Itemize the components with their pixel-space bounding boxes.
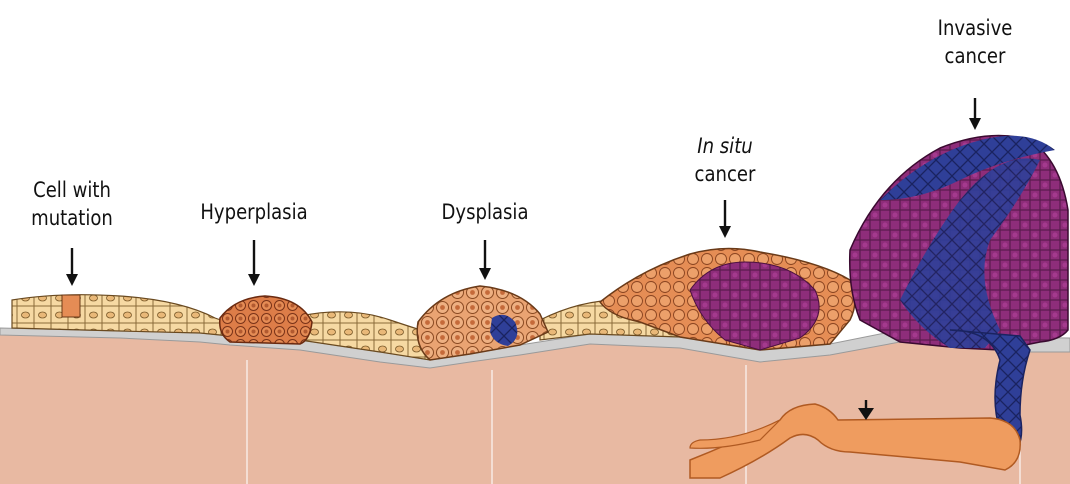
arrow-mutation <box>66 248 78 286</box>
label-hyperplasia: Hyperplasia <box>194 198 314 226</box>
label-invasive-cancer: Invasive cancer <box>928 14 1023 70</box>
label-dysplasia: Dysplasia <box>433 198 536 226</box>
arrow-dysplasia <box>479 240 491 280</box>
label-in-situ-cancer: In situ cancer <box>682 132 768 188</box>
label-cell-with-mutation: Cell with mutation <box>20 176 123 232</box>
stroma <box>0 335 1070 484</box>
hyperplasia-mound <box>220 296 312 344</box>
arrow-invasive <box>969 98 981 130</box>
mutated-cell <box>62 295 80 317</box>
arrow-in-situ <box>719 200 731 238</box>
arrow-hyperplasia <box>248 240 260 286</box>
